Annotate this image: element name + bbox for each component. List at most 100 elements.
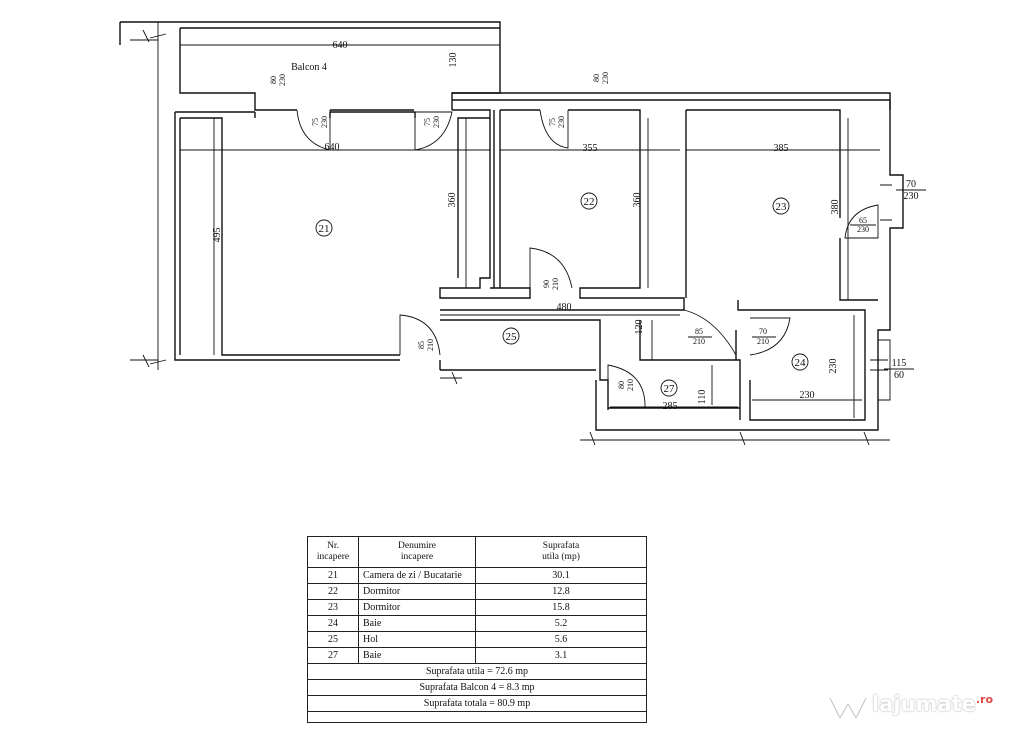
room-number-cell: 25 xyxy=(307,631,359,648)
total-row: Suprafata totala = 80.9 mp xyxy=(307,695,647,712)
svg-text:115: 115 xyxy=(892,358,907,369)
svg-text:70: 70 xyxy=(759,327,767,336)
total-useful-area: Suprafata utila = 72.6 mp xyxy=(307,663,647,680)
header-room-number: Nr.incapere xyxy=(307,536,359,568)
svg-text:230: 230 xyxy=(857,225,869,234)
room-number-cell: 27 xyxy=(307,647,359,664)
room-27-label: 27 xyxy=(660,379,678,397)
wall-break-marks xyxy=(440,184,892,446)
svg-text:230: 230 xyxy=(278,74,287,86)
svg-text:25: 25 xyxy=(506,331,518,343)
room-name-cell: Dormitor xyxy=(358,583,476,600)
watermark: lajumate.ro xyxy=(826,690,1016,724)
door-label-3: 75 230 xyxy=(423,116,441,128)
lajumate-logo-icon xyxy=(827,695,869,721)
room-25-label: 25 xyxy=(502,327,520,345)
room-name-cell: Baie xyxy=(358,647,476,664)
room-name-cell: Dormitor xyxy=(358,599,476,616)
room-area-cell: 30.1 xyxy=(475,567,647,584)
door-label-11: 80 210 xyxy=(617,379,635,391)
svg-text:75: 75 xyxy=(548,118,557,126)
bath24-width-dim: 230 xyxy=(800,390,815,401)
svg-text:85: 85 xyxy=(417,341,426,349)
left-outer-line xyxy=(130,22,167,370)
balcony-width-dim: 640 xyxy=(333,40,348,51)
hall-length-dim: 480 xyxy=(557,302,572,313)
room22-width-dim: 355 xyxy=(583,143,598,154)
svg-text:70: 70 xyxy=(906,179,916,190)
room-area-cell: 5.6 xyxy=(475,631,647,648)
svg-text:230: 230 xyxy=(320,116,329,128)
svg-text:90: 90 xyxy=(542,280,551,288)
room-area-cell: 15.8 xyxy=(475,599,647,616)
total-row: Suprafata Balcon 4 = 8.3 mp xyxy=(307,679,647,696)
door-label-8: 85 210 xyxy=(417,339,435,351)
door-label-6: 90 210 xyxy=(542,278,560,290)
room23-height-dim: 380 xyxy=(830,200,841,215)
bath24-height-dim: 230 xyxy=(828,359,839,374)
room-number-cell: 22 xyxy=(307,583,359,600)
floor-plan: 640 Balcon 4 130 xyxy=(119,21,926,446)
exterior-walls xyxy=(174,92,904,431)
window-label-2: 115 60 xyxy=(884,358,914,381)
svg-text:65: 65 xyxy=(859,216,867,225)
room21-width-dim: 640 xyxy=(325,142,340,153)
total-balcony-area: Suprafata Balcon 4 = 8.3 mp xyxy=(307,679,647,696)
svg-text:210: 210 xyxy=(426,339,435,351)
room21-360-dim: 360 xyxy=(447,193,458,208)
room-number-cell: 21 xyxy=(307,567,359,584)
door-label-4: 75 230 xyxy=(548,116,566,128)
door-label-5: 80 230 xyxy=(592,72,610,84)
svg-text:22: 22 xyxy=(584,196,595,208)
svg-text:27: 27 xyxy=(664,383,676,395)
room-name-cell: Hol xyxy=(358,631,476,648)
room-number-cell: 23 xyxy=(307,599,359,616)
bath27-width-dim: 285 xyxy=(663,401,678,412)
room21-height-dim: 495 xyxy=(212,228,223,243)
room-number-cell: 24 xyxy=(307,615,359,632)
svg-text:60: 60 xyxy=(894,370,904,381)
svg-text:230: 230 xyxy=(432,116,441,128)
total-area: Suprafata totala = 80.9 mp xyxy=(307,695,647,712)
svg-text:230: 230 xyxy=(904,191,919,202)
door-label-1: 80 230 xyxy=(269,74,287,86)
room-23-label: 23 xyxy=(772,197,790,215)
door-swings xyxy=(296,109,879,409)
room-24-label: 24 xyxy=(791,353,809,371)
door-label-10: 70 210 xyxy=(752,327,776,346)
balcony-depth-dim: 130 xyxy=(448,53,459,68)
svg-text:210: 210 xyxy=(626,379,635,391)
svg-text:21: 21 xyxy=(319,223,330,235)
bath27-height-dim: 110 xyxy=(697,390,708,405)
total-row: Suprafata utila = 72.6 mp xyxy=(307,663,647,680)
room-22-label: 22 xyxy=(580,192,598,210)
room-name-cell: Baie xyxy=(358,615,476,632)
svg-text:210: 210 xyxy=(757,337,769,346)
svg-text:24: 24 xyxy=(795,357,807,369)
balcony-label: Balcon 4 xyxy=(291,62,327,73)
room-area-cell: 5.2 xyxy=(475,615,647,632)
svg-text:210: 210 xyxy=(693,337,705,346)
svg-text:230: 230 xyxy=(557,116,566,128)
room-21-label: 21 xyxy=(315,219,333,237)
svg-text:75: 75 xyxy=(423,118,432,126)
svg-text:80: 80 xyxy=(617,381,626,389)
svg-text:80: 80 xyxy=(592,74,601,82)
svg-text:75: 75 xyxy=(311,118,320,126)
room22-height-dim: 360 xyxy=(632,193,643,208)
svg-text:230: 230 xyxy=(601,72,610,84)
room-area-cell: 12.8 xyxy=(475,583,647,600)
svg-text:23: 23 xyxy=(776,201,788,213)
window-label-1: 70 230 xyxy=(896,179,926,202)
hall-120-dim: 120 xyxy=(634,320,645,335)
